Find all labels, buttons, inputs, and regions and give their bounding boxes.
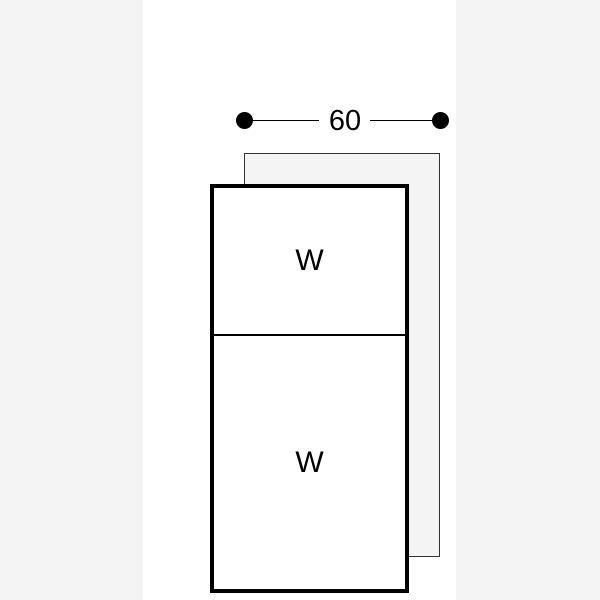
front-unit: W W [210, 184, 409, 593]
section-label: W [295, 445, 324, 479]
dimension-endpoint-right-icon [432, 112, 449, 129]
dimension-line-right [370, 120, 438, 121]
unit-section-bottom: W [214, 336, 405, 589]
width-dimension: 60 [236, 106, 449, 136]
dimension-label: 60 [328, 105, 362, 137]
unit-section-top: W [214, 188, 405, 336]
dimension-line-left [250, 120, 319, 121]
section-label: W [295, 244, 324, 277]
dimension-endpoint-left-icon [236, 112, 253, 129]
